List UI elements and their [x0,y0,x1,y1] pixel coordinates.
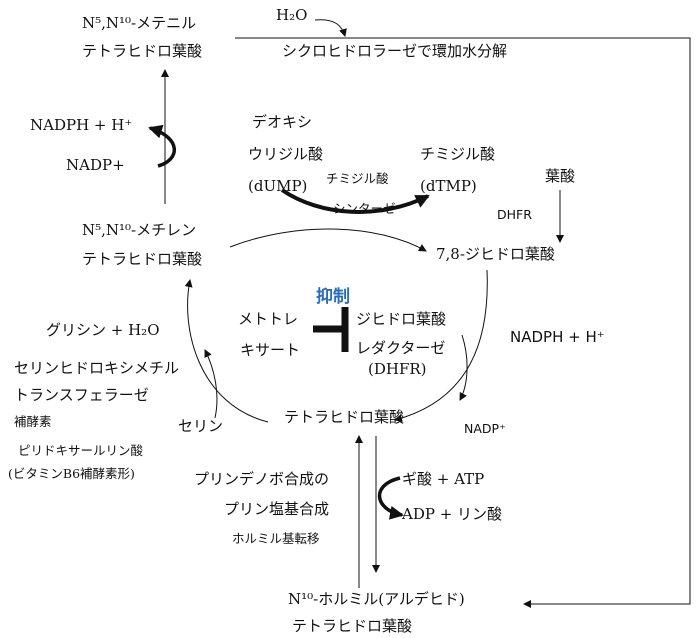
glycine-label: グリシン + H₂O [46,321,160,339]
folic-acid-label: 葉酸 [545,167,576,185]
dhfr-enzyme-line3: (DHFR) [368,360,427,378]
dhf-to-thf-arrow [394,269,488,423]
ts-label-line2: シンターゼ [333,201,396,216]
dtmp-label: (dTMP) [420,177,477,195]
thymidylate-synthase-arrow [280,188,430,214]
thf-label: テトラヒドロ葉酸 [284,408,405,426]
formyl-transfer-label: ホルミル基転移 [232,531,320,546]
methylene-thf-line1: N⁵,N¹⁰-メチレン [82,221,197,239]
thymidylic-label: チミジル酸 [420,145,496,163]
methylene-thf-line2: テトラヒドロ葉酸 [82,250,203,268]
shmt-line2: トランスフェラーゼ [14,386,149,404]
cyclohydrolase-path [235,37,691,608]
thf-to-methylene-arrow [184,279,269,423]
purine-line1: プリンデノボ合成の [194,470,330,488]
water-arrow [314,19,347,37]
dhfr-enzyme-line1: ジヒドロ葉酸 [356,310,447,328]
dihydrofolate-label: 7,8-ジヒドロ葉酸 [436,245,555,263]
nadph-right-label: NADPH + H⁺ [510,328,605,346]
ts-label-line1: チミジル酸 [326,171,389,186]
methenyl-thf-line1: N⁵,N¹⁰-メテニル [82,14,197,32]
serine-glycine-curve [204,349,218,419]
formate-atp-label: ギ酸 + ATP [402,470,485,488]
cyclohydrolase-label: シクロヒドロラーゼで環加水分解 [282,42,508,60]
serine-label: セリン [178,417,224,435]
nadph-left-curl [148,124,176,168]
adp-pi-label: ADP + リン酸 [402,505,503,523]
methotrexate-line2: キサート [240,341,301,359]
plp-line2: (ビタミンB6補酵素形) [8,466,135,481]
dhfr-enzyme-line2: レダクターゼ [356,339,446,357]
methotrexate-line1: メトトレ [238,310,299,328]
methylene-to-dhf-arrow [229,228,427,252]
water-label: H₂O [276,6,308,24]
purine-line2: プリン塩基合成 [224,500,330,518]
nadph-left-label: NADPH + H⁺ [30,116,133,134]
plp-line1: ピリドキサールリン酸 [18,443,144,458]
methenyl-thf-line2: テトラヒドロ葉酸 [82,42,203,60]
formyl-thf-line1: N¹⁰-ホルミル(アルデヒド) [288,590,465,608]
inhibit-label: 抑制 [316,287,350,307]
coenzyme-label: 補酵素 [14,414,52,429]
dump-label: (dUMP) [248,177,308,195]
deoxy-label: デオキシ [252,113,313,131]
formate-atp-curl [377,476,404,520]
shmt-line1: セリンヒドロキシメチル [14,359,180,377]
formyl-thf-line2: テトラヒドロ葉酸 [292,617,413,635]
uridylic-label: ウリジル酸 [248,145,324,163]
dhfr-top-label: DHFR [497,207,532,222]
nadph-right-curve [459,334,468,401]
nadp-right-label: NADP⁺ [464,421,506,436]
nadp-left-label: NADP+ [66,156,125,174]
